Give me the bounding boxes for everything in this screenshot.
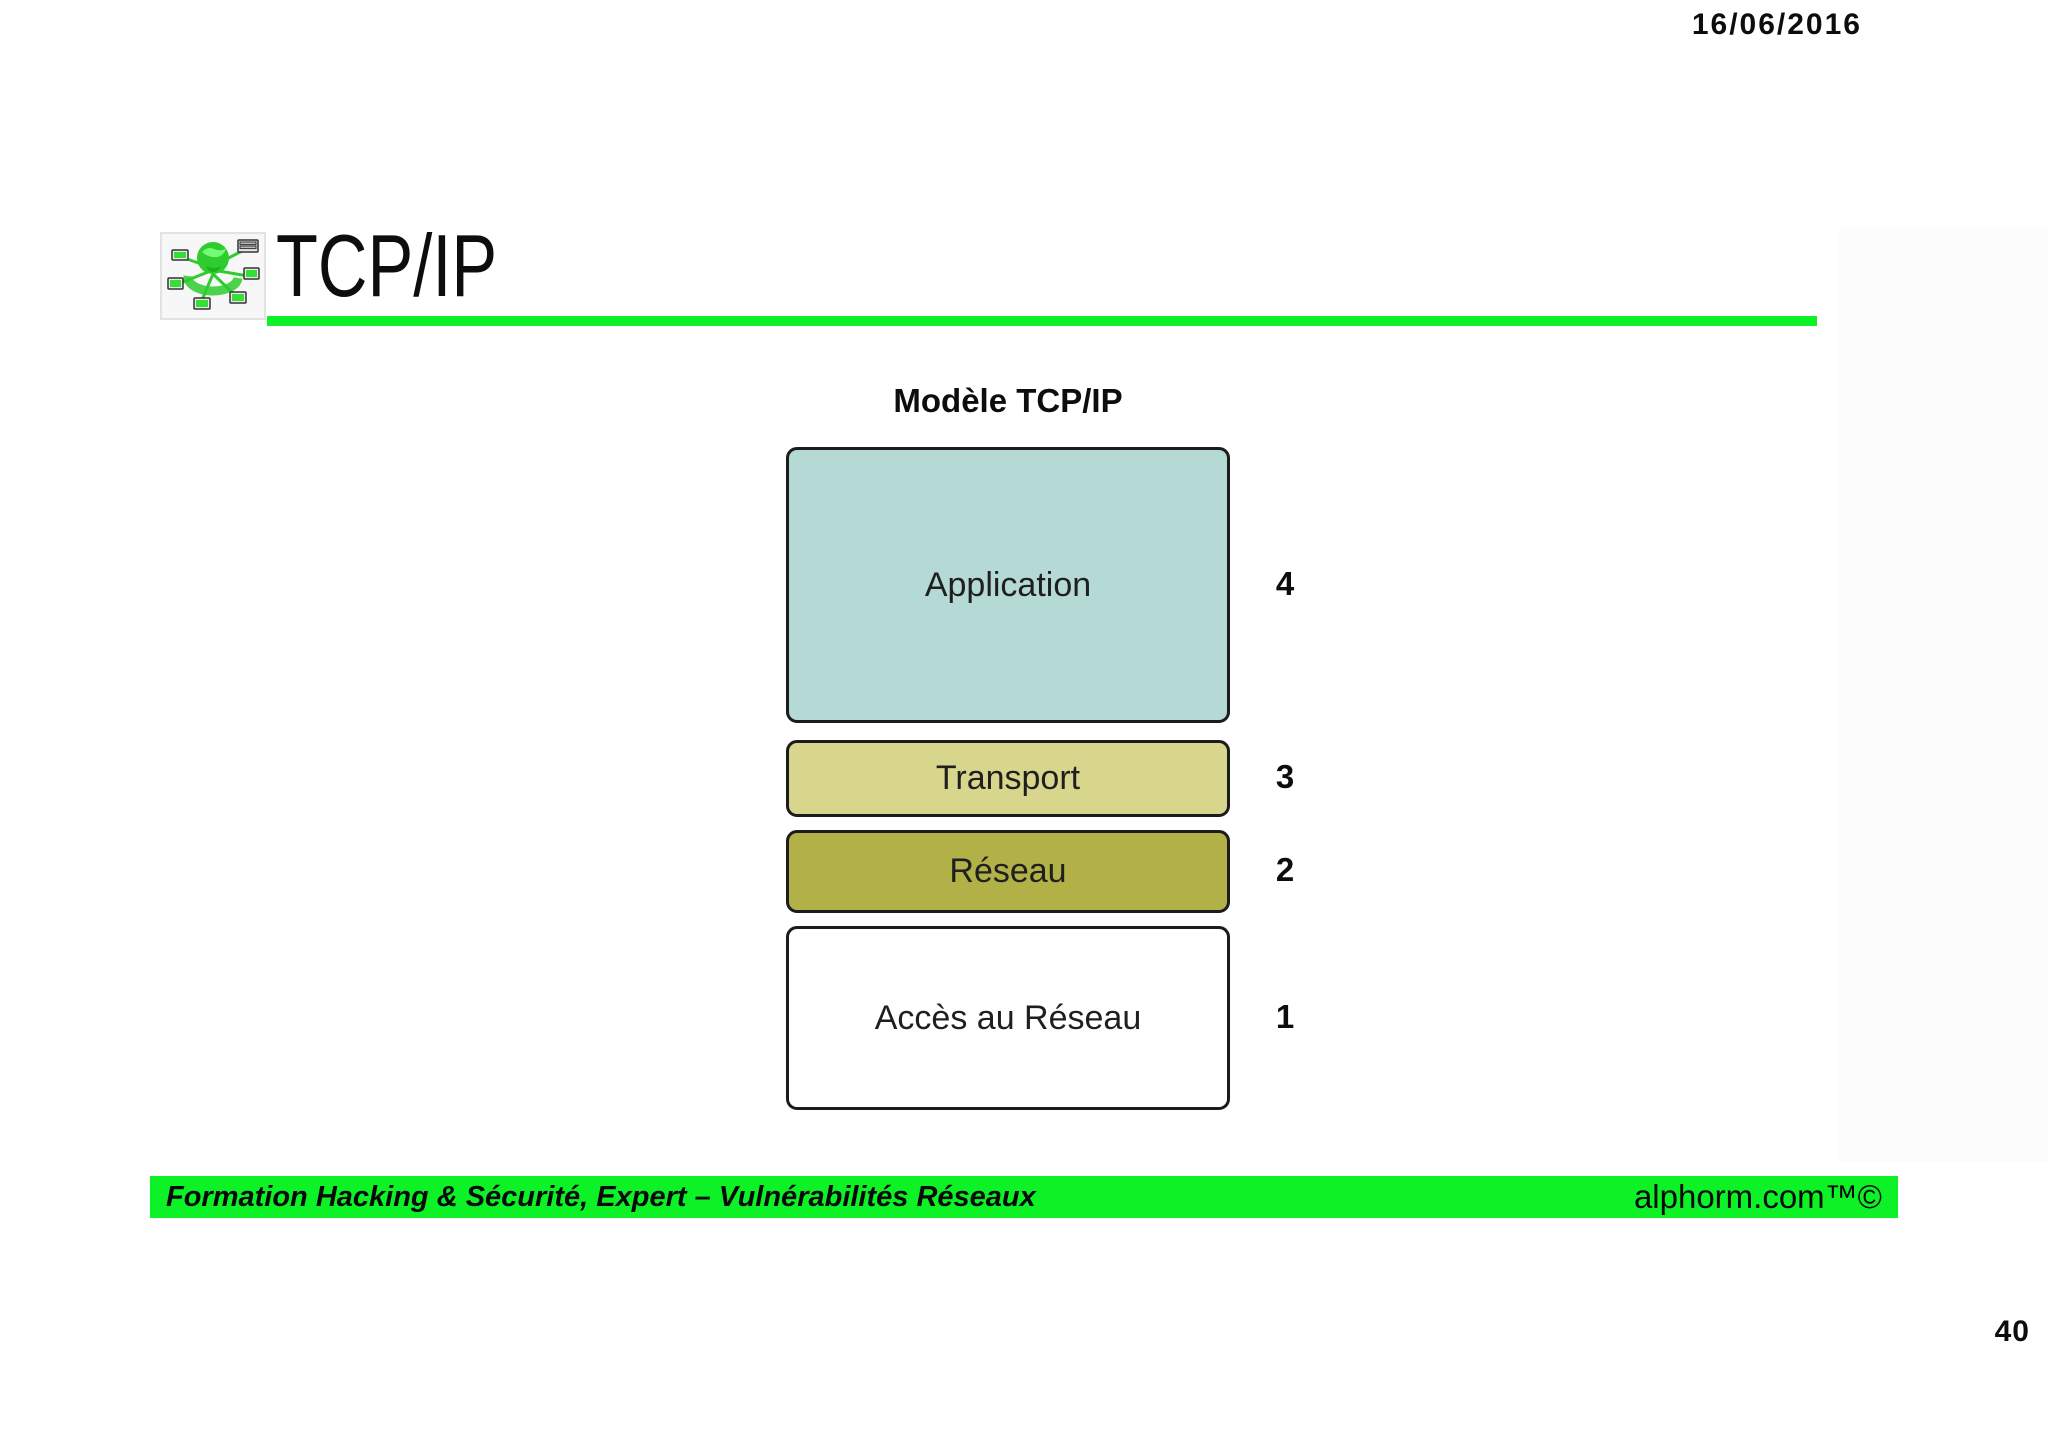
network-globe-icon	[160, 232, 266, 320]
layer-reseau: Réseau	[786, 830, 1230, 913]
layer-application-label: Application	[924, 565, 1092, 604]
layer-number-2: 2	[1275, 851, 1295, 888]
layer-number-3: 3	[1275, 758, 1295, 795]
page-number: 40	[1994, 1315, 2030, 1348]
diagram-title: Modèle TCP/IP	[893, 382, 1123, 419]
footer-course-title: Formation Hacking & Sécurité, Expert – V…	[166, 1180, 1036, 1213]
layer-transport-label: Transport	[935, 759, 1081, 797]
layer-transport: Transport	[786, 740, 1230, 817]
layer-acces-au-reseau: Accès au Réseau	[786, 926, 1230, 1110]
layer-application: Application	[786, 447, 1230, 723]
layer-reseau-label: Réseau	[949, 852, 1067, 890]
layer-acces-au-reseau-label: Accès au Réseau	[874, 998, 1142, 1037]
page-title: TCP/IP	[276, 216, 498, 315]
footer-bar: Formation Hacking & Sécurité, Expert – V…	[150, 1176, 1898, 1218]
layer-number-1: 1	[1275, 998, 1295, 1035]
footer-brand: alphorm.com™©	[1633, 1178, 1882, 1215]
title-underline	[267, 316, 1817, 326]
layer-number-4: 4	[1275, 565, 1295, 602]
background-band	[1838, 228, 2048, 1162]
slide-date: 16/06/2016	[1691, 8, 1862, 41]
